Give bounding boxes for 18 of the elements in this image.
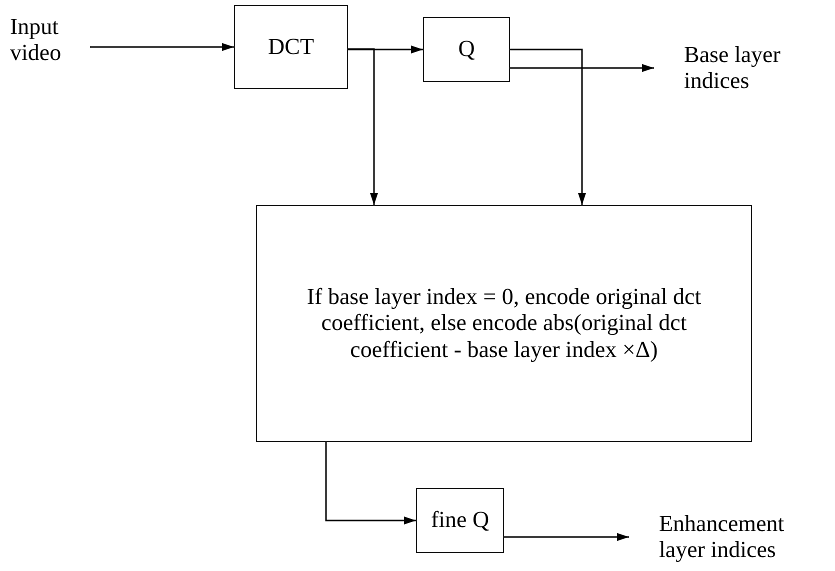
process-box bbox=[234, 5, 348, 89]
box-text: Q bbox=[458, 36, 475, 63]
arrow bbox=[325, 442, 416, 524]
box-text: If base layer index = 0, encode original dct coefficient, else encode abs(original dct coefficient - base layer index ×Δ) bbox=[306, 284, 702, 364]
io-label: Base layer indices bbox=[684, 42, 782, 94]
arrow bbox=[504, 533, 629, 541]
arrow bbox=[510, 64, 654, 72]
io-label: Enhancement layer indices bbox=[659, 510, 786, 564]
box-text: DCT bbox=[268, 34, 314, 60]
arrow bbox=[348, 48, 378, 205]
arrow bbox=[348, 46, 423, 54]
process-box bbox=[423, 17, 510, 82]
io-label: Input video bbox=[10, 14, 62, 66]
process-box bbox=[416, 488, 504, 553]
arrow bbox=[90, 43, 234, 51]
process-box bbox=[256, 205, 752, 442]
arrow bbox=[510, 48, 586, 205]
box-text: fine Q bbox=[430, 507, 490, 534]
